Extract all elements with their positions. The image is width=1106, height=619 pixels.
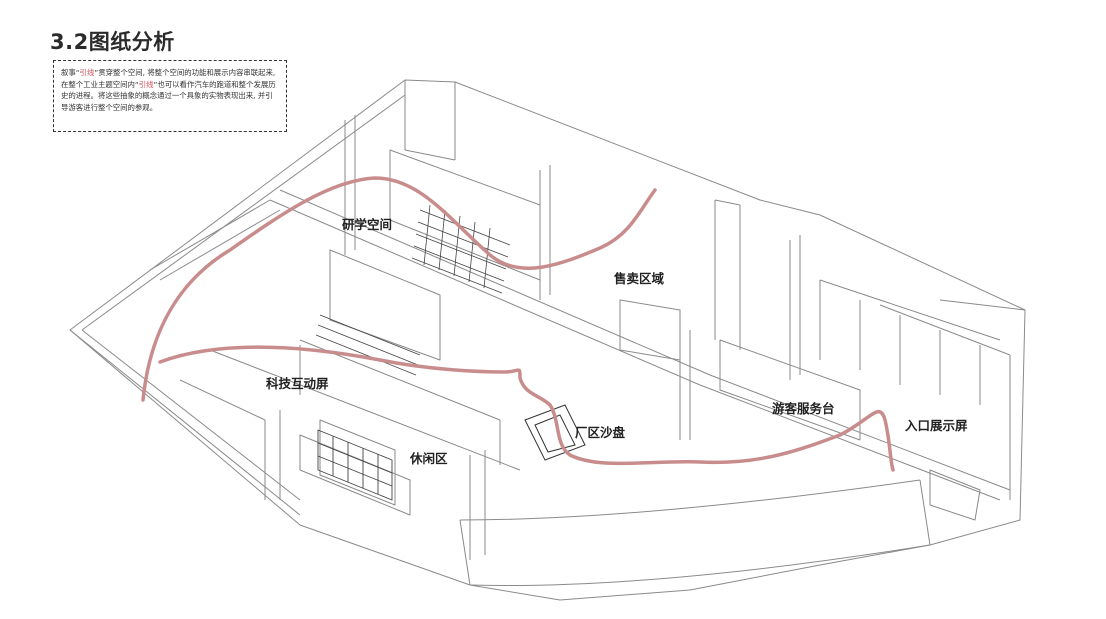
guide-line — [141, 176, 895, 472]
label-tech-screen: 科技互动屏 — [266, 376, 329, 391]
description-text: ”也可以看作汽车的跑道和整个发展历史的进程。将这些抽象的概念通过一个具象的实物表… — [61, 79, 276, 112]
description-highlight: 引线 — [79, 68, 95, 77]
label-sand-table: 厂区沙盘 — [575, 425, 626, 440]
seating-grid — [315, 204, 511, 376]
page-title: 3.2图纸分析 — [50, 30, 175, 54]
label-lounge: 休闲区 — [410, 451, 448, 466]
label-visitor-desk: 游客服务台 — [772, 401, 835, 416]
description-highlight: 引线 — [138, 79, 154, 89]
description-text: ”贯穿整个空间, 将整个空间的功能和展示内容串联起来, 在整个工业主题空间内“ — [61, 68, 276, 89]
label-research-space: 研学空间 — [342, 217, 393, 232]
building-outline — [69, 79, 1026, 601]
lounge-shelf — [317, 429, 393, 501]
label-entrance-screen: 入口展示屏 — [905, 418, 968, 433]
description-text: 叙事“ — [61, 68, 80, 77]
label-sales-area: 售卖区域 — [614, 271, 665, 286]
description-box: 叙事“引线”贯穿整个空间, 将整个空间的功能和展示内容串联起来, 在整个工业主题… — [53, 60, 287, 132]
